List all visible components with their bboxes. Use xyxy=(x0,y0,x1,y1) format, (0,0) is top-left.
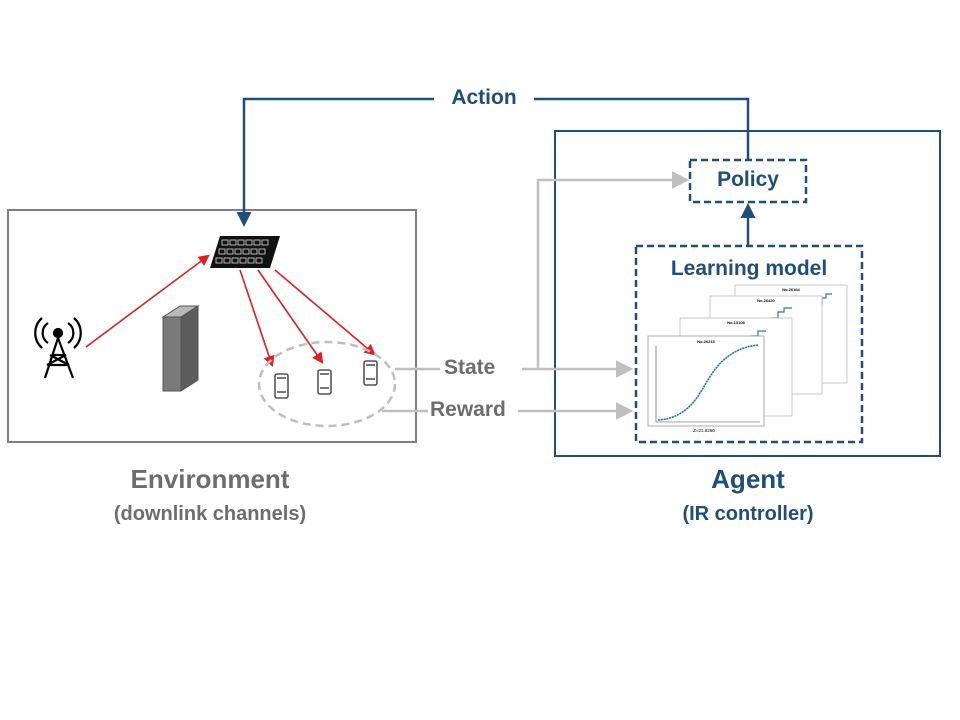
cdf-plot-title: No.26420 xyxy=(757,298,775,303)
cdf-plot-title: No.26215 xyxy=(697,339,715,344)
environment-title: Environment xyxy=(130,464,290,494)
ris-panel-icon xyxy=(210,236,280,268)
environment-subtitle: (downlink channels) xyxy=(113,503,307,525)
ris-to-user2-arrow xyxy=(257,269,324,364)
agent-subtitle: (IR controller) xyxy=(682,503,814,525)
policy-box xyxy=(688,158,808,204)
action-label: Action xyxy=(434,86,534,110)
agent-title: Agent xyxy=(711,464,785,494)
action-arrow xyxy=(236,97,750,227)
smartphone-icon xyxy=(317,369,332,395)
ris-to-user3-arrow xyxy=(274,269,376,356)
users-group xyxy=(257,340,397,428)
learning-model-label: Learning model xyxy=(670,257,828,280)
ris-to-user1-arrow xyxy=(239,269,275,368)
smartphone-icon xyxy=(363,360,378,386)
reward-label: Reward xyxy=(430,398,506,421)
state-to-policy-arrow xyxy=(536,171,690,369)
cdf-plot-caption: Z=21.8250 xyxy=(693,428,715,433)
learning-model-box xyxy=(634,244,864,444)
server-rack-icon xyxy=(161,305,200,392)
cell-tower-icon xyxy=(34,317,82,379)
cdf-plot-main: No.26215 Z=21.8250 xyxy=(647,335,765,433)
smartphone-icon xyxy=(274,373,289,399)
tower-to-ris-arrow xyxy=(85,254,210,348)
environment-box xyxy=(7,209,417,443)
state-label: State xyxy=(444,356,496,379)
cdf-plot-title: No.26164 xyxy=(782,287,800,292)
cdf-plot-title: No.13108 xyxy=(727,320,745,325)
policy-label: Policy xyxy=(717,168,779,191)
